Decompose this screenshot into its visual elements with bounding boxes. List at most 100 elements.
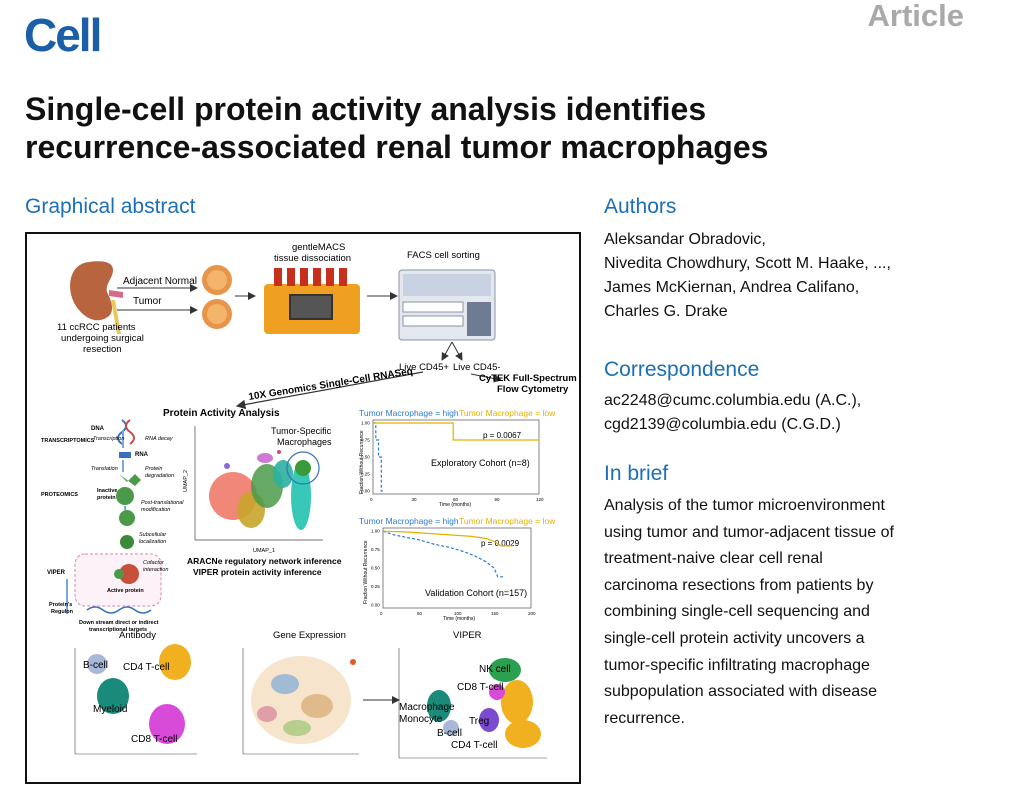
downstream-label-1: Down stream direct or indirect	[79, 620, 159, 626]
transcriptomics-label: TRANSCRIPTOMICS	[41, 438, 95, 444]
km1-xtick: 120	[536, 497, 544, 502]
km2-ytick: 0.75	[371, 547, 380, 552]
ab-bcell-label: B-cell	[83, 660, 108, 671]
gentlemacs-machine-icon	[264, 268, 360, 334]
active-protein-label: Active protein	[107, 588, 144, 594]
km-plot-exploratory: Tumor Macrophage = high Tumor Macrophage…	[359, 408, 556, 508]
transcription-label: Transcription	[93, 436, 124, 442]
proteomics-label: PROTEOMICS	[41, 492, 78, 498]
downstream-label-2: transcriptional targets	[89, 627, 147, 633]
km2-xtick: 50	[417, 611, 423, 616]
author-line: Aleksandar Obradovic,	[604, 231, 766, 248]
translation-label: Translation	[91, 466, 118, 472]
km2-xtick: 100	[454, 611, 462, 616]
brief-line: using tumor and tumor-adjacent tissue of	[604, 523, 894, 541]
viper-side-label: VIPER	[47, 570, 66, 576]
brief-line: tumor-specific infiltrating macrophage	[604, 656, 870, 674]
live-cd45-pos-label: Live CD45+	[399, 362, 449, 373]
km1-xtick: 30	[412, 497, 418, 502]
brief-line: subpopulation associated with disease	[604, 683, 878, 701]
correspondence-email[interactable]: ac2248@cumc.columbia.edu (A.C.),	[604, 392, 862, 409]
regulon-label-2: Regulon	[51, 609, 74, 615]
km2-legend-low: Tumor Macrophage = low	[459, 516, 556, 526]
correspondence-email[interactable]: cgd2139@columbia.edu (C.G.D.)	[604, 416, 841, 433]
author-line: Charles G. Drake	[604, 303, 728, 320]
km2-xtick: 0	[380, 611, 383, 616]
post-translational-label-2: modification	[141, 507, 170, 513]
viper-monocyte-label: Monocyte	[399, 714, 443, 725]
title-line-2: recurrence-associated renal tumor macrop…	[25, 129, 769, 165]
patients-line-3: resection	[83, 344, 122, 355]
protein-activity-pathway	[66, 419, 162, 614]
brief-line: single-cell protein activity uncovers a	[604, 629, 865, 647]
author-line: Nivedita Chowdhury, Scott M. Haake, ...,	[604, 255, 891, 272]
rna-decay-label: RNA decay	[145, 436, 174, 442]
km1-ytick: 0.50	[361, 455, 370, 460]
cofactor-label-2: interaction	[143, 567, 168, 573]
km2-high-curve	[382, 530, 506, 578]
inactive-protein-label-2: protein	[97, 495, 116, 501]
graphical-abstract-figure: Adjacent Normal Tumor 11 ccRCC patients …	[25, 232, 581, 784]
authors-heading: Authors	[604, 195, 677, 218]
km2-ylabel: Fraction Without Recurrence	[363, 540, 369, 604]
ab-cd8-label: CD8 T-cell	[131, 734, 178, 745]
title-line-1: Single-cell protein activity analysis id…	[25, 91, 707, 127]
umap1-label: UMAP_1	[253, 548, 275, 554]
km2-legend-high: Tumor Macrophage = high	[359, 516, 459, 526]
km2-xtick: 150	[491, 611, 499, 616]
panel-antibody-title: Antibody	[119, 630, 156, 641]
author-line: James McKiernan, Andrea Califano,	[604, 279, 860, 296]
cofactor-label-1: Cofactor	[143, 560, 165, 566]
correspondence-heading: Correspondence	[604, 358, 760, 381]
in-brief-text: Analysis of the tumor microenvironment u…	[604, 493, 984, 732]
km1-high-curve	[373, 422, 383, 492]
km2-pvalue: p = 0.0029	[481, 539, 520, 548]
umap-plot	[194, 426, 323, 541]
article-type-label: Article	[867, 0, 964, 33]
viper-macrophage-label: Macrophage	[399, 702, 455, 713]
correspondence-list: ac2248@cumc.columbia.edu (A.C.), cgd2139…	[604, 389, 861, 437]
km1-cohort: Exploratory Cohort (n=8)	[431, 458, 530, 468]
brief-line: Analysis of the tumor microenvironment	[604, 497, 885, 514]
adjacent-normal-label: Adjacent Normal	[123, 276, 197, 287]
km1-ytick: 1.00	[361, 421, 370, 426]
ab-myeloid-label: Myeloid	[93, 704, 127, 715]
panel-gene-title: Gene Expression	[273, 630, 346, 641]
facs-machine-icon	[398, 269, 496, 341]
cytek-label-1: CyTEK Full-Spectrum	[479, 373, 577, 384]
ab-cd4-label: CD4 T-cell	[123, 662, 170, 673]
inactive-protein-label-1: Inactive	[97, 488, 117, 494]
brief-line: combining single-cell sequencing and	[604, 603, 870, 621]
viper-treg-label: Treg	[469, 716, 489, 727]
brief-line: treatment-naive clear cell renal	[604, 550, 823, 568]
brief-line: carcinoma resections from patients by	[604, 576, 874, 594]
viper-cd4-label: CD4 T-cell	[451, 740, 498, 751]
gentlemacs-label-2: tissue dissociation	[274, 253, 351, 264]
umap2-label: UMAP_2	[183, 470, 189, 492]
km1-pvalue: p = 0.0067	[483, 431, 522, 440]
km1-ylabel: Fraction Without Recurrence	[359, 430, 365, 494]
km2-cohort: Validation Cohort (n=157)	[425, 588, 527, 598]
antibody-scatter	[74, 644, 197, 755]
panel-viper-title: VIPER	[453, 630, 482, 641]
in-brief-heading: In brief	[604, 462, 669, 485]
km2-ytick: 0.50	[371, 566, 380, 571]
graphical-abstract-heading: Graphical abstract	[25, 195, 196, 218]
aracne-label: ARACNe regulatory network inference	[187, 556, 342, 566]
km2-ytick: 0.25	[371, 584, 380, 589]
km1-low-curve	[373, 422, 539, 441]
post-translational-label-1: Post-translational	[141, 500, 184, 506]
cytek-label-2: Flow Cytometry	[497, 384, 569, 395]
protein-activity-label: Protein Activity Analysis	[163, 408, 280, 419]
tumor-label: Tumor	[133, 296, 162, 307]
patients-line-2: undergoing surgical	[61, 333, 144, 344]
km1-xtick: 0	[370, 497, 373, 502]
km1-legend-low: Tumor Macrophage = low	[459, 408, 556, 418]
km1-xlabel: Time (months)	[439, 502, 471, 508]
viper-bcell-label: B-cell	[437, 728, 462, 739]
km-plot-validation: Tumor Macrophage = high Tumor Macrophage…	[359, 516, 556, 622]
gene-expression-scatter	[242, 648, 359, 755]
rna-label: RNA	[135, 452, 149, 458]
protein-degradation-label-1: Protein	[145, 466, 162, 472]
facs-label: FACS cell sorting	[407, 250, 480, 261]
